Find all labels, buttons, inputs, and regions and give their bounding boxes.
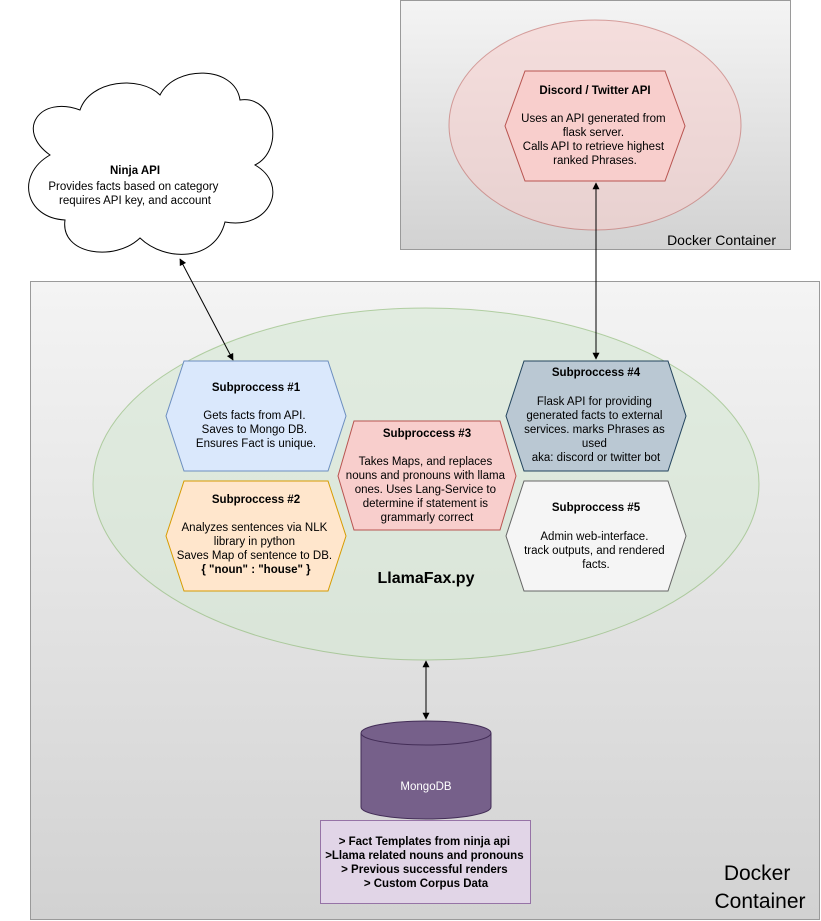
subprocess-5-hexagon — [505, 480, 687, 592]
ninja-api-cloud: Ninja API Provides facts based on catego… — [28, 72, 274, 255]
discord-twitter-api-hexagon — [504, 70, 686, 182]
subprocess-3-hexagon — [337, 420, 517, 531]
ninja-api-description: Provides facts based on category require… — [48, 181, 221, 207]
docker-container-main-label: Docker Container — [714, 862, 805, 913]
docker-container-top-label: Docker Container — [667, 232, 776, 248]
mongodb-notes-box — [320, 820, 531, 904]
llamafax-label: LlamaFax.py — [378, 570, 475, 587]
docker-container-top: Discord / Twitter API Uses an API genera… — [400, 0, 791, 250]
discord-twitter-api-description: Uses an API generated from flask server.… — [521, 113, 669, 167]
subprocess-4-title: Subproccess #4 — [552, 367, 641, 379]
subprocess-5-title: Subproccess #5 — [552, 502, 641, 514]
discord-twitter-api-title: Discord / Twitter API — [539, 85, 650, 97]
subprocess-2-hexagon — [165, 480, 347, 592]
mongodb-notes: > Fact Templates from ninja api >Llama r… — [325, 836, 527, 890]
subprocess-1-description: Gets facts from API. Saves to Mongo DB. … — [196, 410, 316, 450]
subprocess-4-description: Flask API for providing generated facts … — [524, 396, 668, 464]
mongodb-cylinder: MongoDB — [360, 720, 492, 820]
subprocess-3-description: Takes Maps, and replaces nouns and prono… — [346, 456, 508, 524]
ninja-api-title: Ninja API — [110, 165, 160, 177]
subprocess-2-description: Analyzes sentences via NLK library in py… — [177, 522, 336, 576]
mongodb-label: MongoDB — [400, 781, 451, 793]
docker-container-main: Subproccess #1 Gets facts from API. Save… — [30, 281, 820, 920]
subprocess-3-title: Subproccess #3 — [383, 428, 471, 440]
subprocess-1-title: Subproccess #1 — [212, 382, 301, 394]
subprocess-5-description: Admin web-interface. track outputs, and … — [524, 531, 668, 571]
subprocess-4-hexagon — [505, 360, 687, 472]
subprocess-2-title: Subproccess #2 — [212, 494, 300, 506]
connector-ninja-to-subprocess-1 — [179, 258, 234, 361]
subprocess-1-hexagon — [165, 360, 347, 472]
